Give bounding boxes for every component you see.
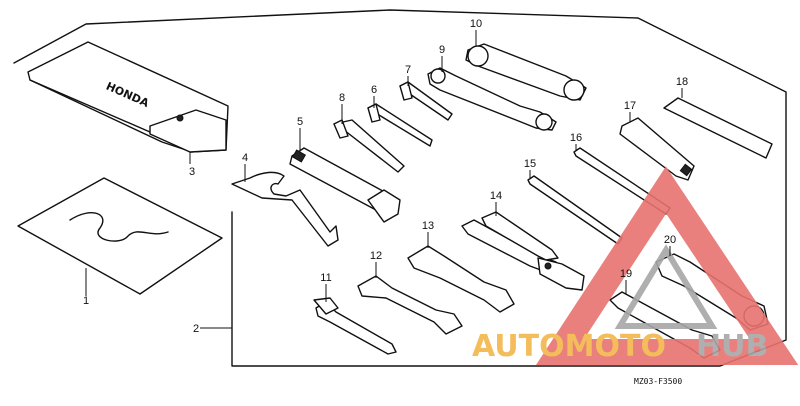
tool-bag: HONDA (27, 41, 229, 153)
callout-11: 11 (320, 272, 331, 284)
diagram-code: MZ03-F3500 (634, 377, 682, 386)
callout-1: 1 (83, 295, 89, 307)
watermark-text-main: AUTOMOTO (472, 329, 666, 364)
hex-key-8 (333, 119, 405, 173)
manual-sheet (17, 177, 223, 295)
callout-16: 16 (570, 132, 582, 144)
hex-key-6 (367, 103, 433, 147)
callout-2: 2 (193, 323, 199, 335)
callout-3: 3 (189, 166, 195, 178)
callout-17: 17 (624, 100, 636, 112)
callout-5: 5 (297, 116, 303, 128)
callout-7: 7 (405, 64, 411, 76)
callout-14: 14 (490, 190, 502, 202)
pin-spanner (231, 171, 339, 247)
callouts: 1 2 3 4 5 6 7 8 9 10 11 12 13 14 15 16 1… (83, 18, 688, 335)
callout-6: 6 (371, 84, 377, 96)
callout-18: 18 (676, 76, 688, 88)
watermark-triangle (535, 166, 799, 365)
callout-15: 15 (524, 158, 536, 170)
watermark: AUTOMOTO HUB (472, 166, 799, 365)
ring-spanner-10 (465, 43, 587, 101)
callout-20: 20 (664, 234, 676, 246)
callout-9: 9 (439, 44, 445, 56)
watermark-triangle-inner (614, 244, 718, 329)
open-spanner-11 (313, 297, 397, 355)
callout-4: 4 (242, 152, 248, 164)
callout-13: 13 (422, 220, 434, 232)
screwdriver-handle (619, 117, 695, 181)
callout-10: 10 (470, 18, 482, 30)
ring-spanner-9 (427, 67, 557, 131)
leader-lines (85, 30, 683, 329)
screwdriver-15 (527, 175, 623, 245)
box-spanner (289, 147, 401, 223)
kit-frame (13, 9, 787, 367)
hex-key-7 (399, 81, 453, 121)
callout-12: 12 (370, 250, 382, 262)
callout-19: 19 (620, 268, 632, 280)
open-spanner-12 (357, 275, 463, 335)
pliers (461, 211, 585, 291)
callout-8: 8 (339, 92, 345, 104)
watermark-text-hub: HUB (696, 329, 768, 364)
extension-bar (663, 97, 773, 159)
open-spanner-13 (407, 245, 515, 313)
